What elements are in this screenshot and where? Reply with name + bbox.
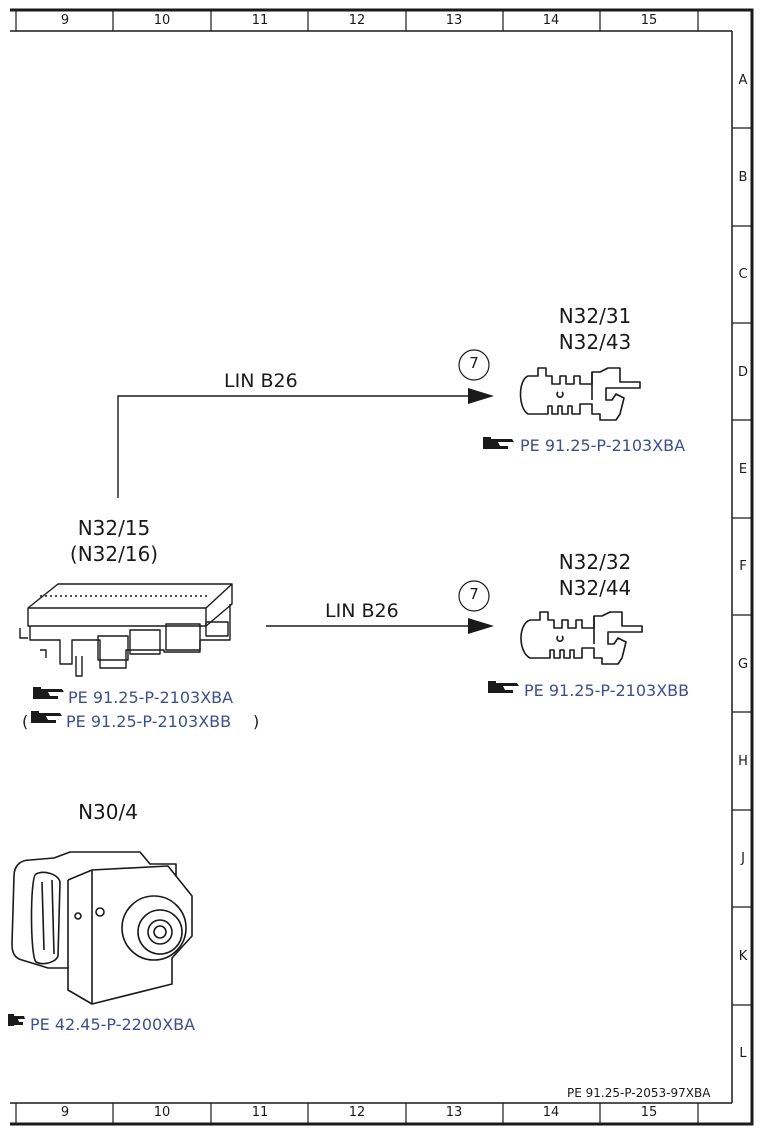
column-label-10: 10 (153, 13, 171, 28)
row-label-d: D (737, 365, 748, 380)
column-label-9: 9 (60, 13, 70, 28)
column-label-14: 14 (542, 13, 560, 28)
row-label-c: C (738, 267, 748, 282)
column-label-10-bottom: 10 (153, 1105, 171, 1120)
abs-unit-reference-link[interactable]: PE 42.45-P-2200XBA (30, 1015, 196, 1034)
document-id: PE 91.25-P-2053-97XBA (567, 1086, 711, 1100)
column-label-11: 11 (251, 13, 269, 28)
column-label-9-bottom: 9 (60, 1105, 70, 1120)
control-unit-reference-link-2[interactable]: PE 91.25-P-2103XBB (66, 712, 232, 731)
row-label-e: E (738, 462, 748, 477)
abs-unit-title: N30/4 (78, 800, 138, 824)
sheet-border (10, 8, 754, 1126)
marker-circle-top (458, 349, 490, 381)
column-label-15-bottom: 15 (640, 1105, 658, 1120)
control-unit-drawing (19, 583, 233, 677)
marker-number-top: 7 (469, 354, 479, 372)
row-dividers (732, 127, 752, 1006)
sensor-bottom-drawing (520, 611, 643, 665)
control-unit-title-2: (N32/16) (69, 542, 159, 566)
control-unit-reference-link-1[interactable]: PE 91.25-P-2103XBA (68, 688, 234, 707)
row-label-l: L (739, 1046, 747, 1061)
column-label-12-bottom: 12 (348, 1105, 366, 1120)
row-label-a: A (738, 73, 748, 88)
lin-line-top (117, 395, 470, 498)
sensor-bottom-title-1: N32/32 (558, 550, 632, 574)
column-label-12: 12 (348, 13, 366, 28)
column-label-15: 15 (640, 13, 658, 28)
sensor-top-title-1: N32/31 (558, 304, 632, 328)
marker-number-bottom: 7 (469, 585, 479, 603)
row-label-b: B (738, 170, 748, 185)
column-label-13: 13 (445, 13, 463, 28)
sensor-bottom-title-2: N32/44 (558, 576, 632, 600)
abs-unit-drawing (11, 851, 193, 1005)
row-label-g: G (737, 657, 749, 672)
row-label-j: J (741, 851, 745, 866)
hand-pointer-icon (8, 437, 519, 1026)
column-label-13-bottom: 13 (445, 1105, 463, 1120)
lin-label-bottom: LIN B26 (325, 600, 399, 622)
sensor-bottom-reference-link[interactable]: PE 91.25-P-2103XBB (524, 681, 690, 700)
column-label-14-bottom: 14 (542, 1105, 560, 1120)
lin-label-top: LIN B26 (224, 370, 298, 392)
sensor-top-title-2: N32/43 (558, 330, 632, 354)
row-label-k: K (738, 949, 748, 964)
sensor-top-drawing (519, 367, 641, 421)
control-unit-paren-open: ( (22, 712, 29, 731)
marker-circle-bottom (458, 580, 490, 612)
column-dividers (15, 10, 699, 1124)
control-unit-title-1: N32/15 (77, 516, 151, 540)
arrowhead-top (468, 388, 494, 404)
column-label-11-bottom: 11 (251, 1105, 269, 1120)
control-unit-paren-close: ) (253, 712, 260, 731)
row-label-f: F (739, 559, 747, 574)
row-label-h: H (738, 754, 748, 769)
sensor-top-reference-link[interactable]: PE 91.25-P-2103XBA (520, 436, 686, 455)
arrowhead-bottom (468, 618, 494, 634)
